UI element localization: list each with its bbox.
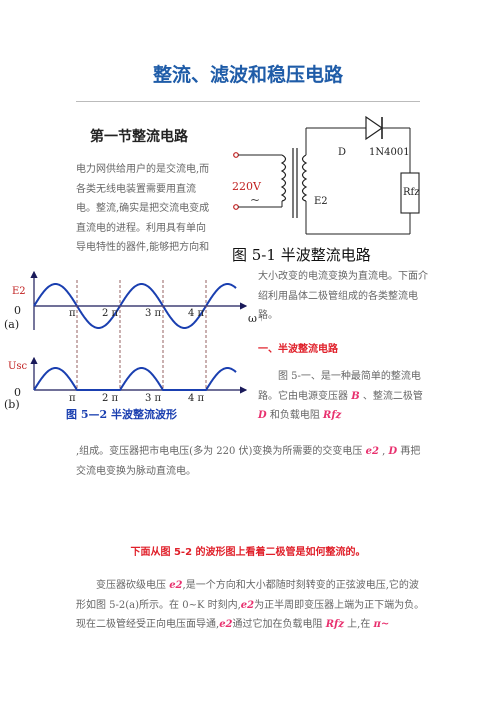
tick-label: 4 π	[188, 308, 205, 319]
load-label: Rfz	[403, 187, 420, 198]
intro-paragraph: 电力网供给用户的是交流电,而各类无线电装置需要用直流电。整流,确实是把交流电变成…	[76, 164, 210, 253]
terminal-top	[233, 152, 239, 158]
title-divider	[76, 101, 420, 102]
half-wave-paragraph-a: 图 5-一、是一种最简单的整流电路。它由电源变压器 B 、整流二极管 D 和负载…	[258, 367, 434, 426]
symbol-e2: e2	[365, 446, 379, 457]
tick-label: 4 π	[188, 393, 205, 404]
y-label-a: E2	[12, 286, 26, 297]
symbol-D: D	[258, 410, 267, 421]
text-segment: ,是一个方向和大小都随时刻转变的正弦波电压,它的波形如图 5-2(a)所示。在 …	[76, 580, 419, 611]
text-segment: ,组成。变压器把市电电压(多为 220 伏)变换为所需要的交变电压	[76, 446, 366, 457]
symbol-B: B	[351, 390, 360, 402]
diode-symbol	[365, 115, 384, 141]
text-segment: 为正半周即变压器上端为正下端为负。现在二极管经受正向电压面导通,	[76, 599, 425, 631]
text-segment: 变压器砍级电压	[96, 580, 170, 591]
figure-5-2-waveforms: E2 0 (a) ω t Usc 0 (b) π 2 π 3 π 4 π π 2 π 3 …	[4, 270, 262, 421]
symbol-e2: e2	[240, 599, 255, 611]
tick-label: 3 π	[145, 393, 162, 404]
panel-a-label: (a)	[4, 318, 19, 331]
sine-wave-a	[33, 283, 237, 329]
tick-label: π	[69, 308, 76, 319]
tick-label: 2 π	[102, 308, 119, 319]
symbol-Rfz: Rfz	[325, 619, 344, 630]
figure-5-1-circuit: 220V ~ D 1N4001 E2 Rfz 图 5-1 半波整流电路	[232, 115, 420, 264]
panel-b-label: (b)	[4, 398, 20, 411]
tick-label: 2 π	[102, 393, 119, 404]
secondary-coil	[301, 154, 308, 202]
secondary-label: E2	[314, 196, 328, 207]
text-segment: 通过它加在负载电阻	[232, 619, 326, 630]
text-segment: 图 5-一、是一种最简单的整流电路。它由电源变压器	[258, 371, 421, 402]
symbol-e2: e2	[169, 580, 183, 591]
load-resistor	[400, 172, 420, 214]
diode-label: D	[338, 147, 346, 158]
figure-5-1-caption: 图 5-1 半波整流电路	[232, 246, 371, 264]
diode-model-label: 1N4001	[369, 147, 410, 158]
x-axis-label: ω t	[248, 312, 262, 325]
sub-heading-half-wave: 一、半波整流电路	[258, 344, 338, 355]
page-title: 整流、滤波和稳压电路	[152, 64, 343, 86]
text-segment: ,	[378, 446, 389, 457]
y-label-b: Usc	[8, 361, 28, 372]
primary-coil	[280, 154, 287, 202]
figure-5-2-caption: 图 5—2 半波整流波形	[66, 407, 177, 421]
symbol-D: D	[388, 446, 398, 457]
symbol-e2: e2	[219, 619, 233, 630]
tick-label: π	[69, 393, 76, 404]
terminal-bottom	[233, 204, 239, 210]
symbol-Rfz: Rfz	[323, 410, 342, 421]
tick-label: 3 π	[145, 308, 162, 319]
waveform-paragraph: 变压器砍级电压 e2,是一个方向和大小都随时刻转变的正弦波电压,它的波形如图 5…	[76, 576, 426, 635]
origin-a: 0	[14, 304, 21, 317]
text-segment: 和负载电阻	[266, 410, 324, 421]
intro-continued: 大小改变的电流变换为直流电。下面介绍利用晶体二极管组成的各类整流电路。	[258, 271, 428, 321]
text-segment: 再把交流电变换为脉动直流电。	[76, 446, 421, 477]
source-symbol-label: ~	[250, 193, 260, 207]
sub-heading-waveform: 下面从图 5-2 的波形图上看着二极管是如何整流的。	[130, 547, 366, 558]
text-segment: 上,在	[344, 619, 374, 630]
symbol-pi: π~	[373, 619, 390, 630]
section-heading: 第一节整流电路	[90, 129, 188, 145]
source-voltage-label: 220V	[232, 180, 262, 193]
half-wave-paragraph-b: ,组成。变压器把市电电压(多为 220 伏)变换为所需要的交变电压 e2 , D…	[76, 442, 430, 481]
text-segment: 、整流二极管	[359, 390, 423, 402]
rectified-wave-b	[33, 367, 237, 391]
origin-b: 0	[14, 386, 21, 399]
